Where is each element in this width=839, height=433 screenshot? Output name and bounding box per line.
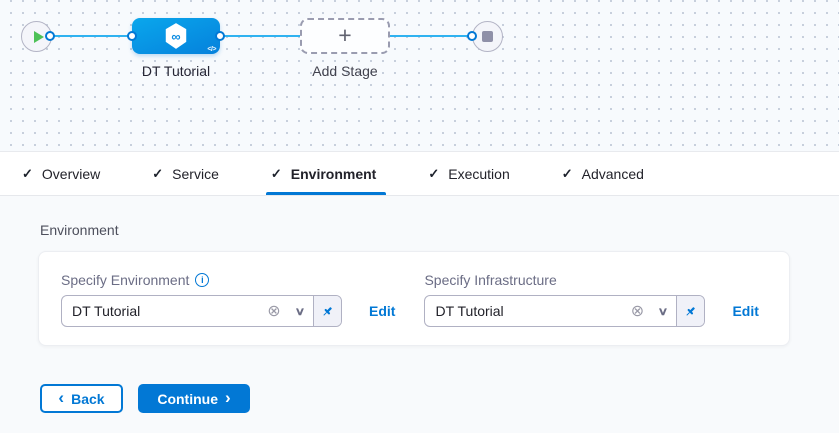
stage-node-out-port[interactable] (215, 31, 225, 41)
add-stage-label: Add Stage (312, 63, 378, 79)
chevron-left-icon: ‹ (58, 388, 65, 407)
pipeline-canvas[interactable]: ∞ </> DT Tutorial + Add Stage (0, 0, 839, 152)
infrastructure-select[interactable]: DT Tutorial ⊗ ∨ (424, 295, 706, 327)
back-button[interactable]: ‹ Back (40, 384, 123, 413)
tab-label: Execution (448, 165, 510, 182)
stop-icon (482, 31, 493, 42)
svg-text:∞: ∞ (171, 29, 180, 44)
connector-edge (388, 35, 474, 37)
environment-card: Specify Environment i DT Tutorial ⊗ ∨ (38, 251, 790, 346)
connector-edge (218, 35, 302, 37)
plus-icon: + (338, 21, 352, 48)
stage-node-dt-tutorial[interactable]: ∞ </> (132, 18, 220, 54)
footer-actions: ‹ Back Continue › (40, 384, 839, 413)
infrastructure-field-label: Specify Infrastructure (424, 272, 557, 288)
chevron-right-icon: › (224, 388, 231, 407)
stage-node-in-port[interactable] (127, 31, 137, 41)
tab-overview[interactable]: ✓ Overview (22, 152, 100, 195)
environment-field-label: Specify Environment (61, 272, 190, 288)
start-node-port[interactable] (45, 31, 55, 41)
check-icon: ✓ (561, 165, 573, 181)
tab-label: Environment (290, 165, 377, 182)
tab-label: Overview (41, 165, 101, 182)
environment-edit-link[interactable]: Edit (369, 303, 396, 319)
play-icon (33, 30, 44, 43)
chevron-down-icon[interactable]: ∨ (658, 305, 669, 318)
pin-button[interactable] (676, 296, 705, 326)
code-icon: </> (207, 46, 216, 53)
infrastructure-edit-link[interactable]: Edit (732, 303, 759, 319)
pin-icon (686, 306, 696, 316)
continue-button[interactable]: Continue › (138, 384, 250, 413)
pipeline-end-node[interactable] (472, 21, 503, 52)
stage-tabbar: ✓ Overview ✓ Service ✓ Environment ✓ Exe… (0, 152, 839, 196)
infrastructure-select-value: DT Tutorial (435, 303, 504, 319)
section-title: Environment (40, 222, 119, 238)
connector-edge (50, 35, 134, 37)
pin-button[interactable] (313, 296, 341, 326)
clear-icon[interactable]: ⊗ (267, 303, 281, 320)
environment-field: Specify Environment i DT Tutorial ⊗ ∨ (61, 272, 342, 327)
tab-label: Service (172, 165, 219, 182)
chevron-down-icon[interactable]: ∨ (294, 305, 306, 318)
tab-label: Advanced (581, 165, 644, 182)
environment-select[interactable]: DT Tutorial ⊗ ∨ (61, 295, 342, 327)
infrastructure-field: Specify Infrastructure DT Tutorial ⊗ ∨ (424, 272, 706, 327)
environment-select-value: DT Tutorial (72, 303, 141, 319)
info-icon[interactable]: i (195, 273, 210, 287)
tab-advanced[interactable]: ✓ Advanced (562, 152, 644, 195)
pin-icon (323, 306, 332, 316)
cd-hexagon-icon: ∞ (165, 23, 187, 49)
tab-environment[interactable]: ✓ Environment (265, 152, 387, 195)
check-icon: ✓ (428, 165, 440, 181)
environment-panel: Environment Specify Environment i DT Tut… (0, 196, 839, 433)
check-icon: ✓ (152, 165, 164, 181)
check-icon: ✓ (22, 165, 33, 181)
continue-button-label: Continue (157, 390, 218, 407)
stage-node-label: DT Tutorial (141, 63, 211, 79)
tab-execution[interactable]: ✓ Execution (428, 152, 509, 195)
add-stage-button[interactable]: + (300, 18, 390, 54)
clear-icon[interactable]: ⊗ (630, 303, 645, 320)
tab-service[interactable]: ✓ Service (152, 152, 219, 195)
check-icon: ✓ (270, 165, 282, 181)
end-node-port[interactable] (467, 31, 477, 41)
back-button-label: Back (71, 390, 105, 407)
